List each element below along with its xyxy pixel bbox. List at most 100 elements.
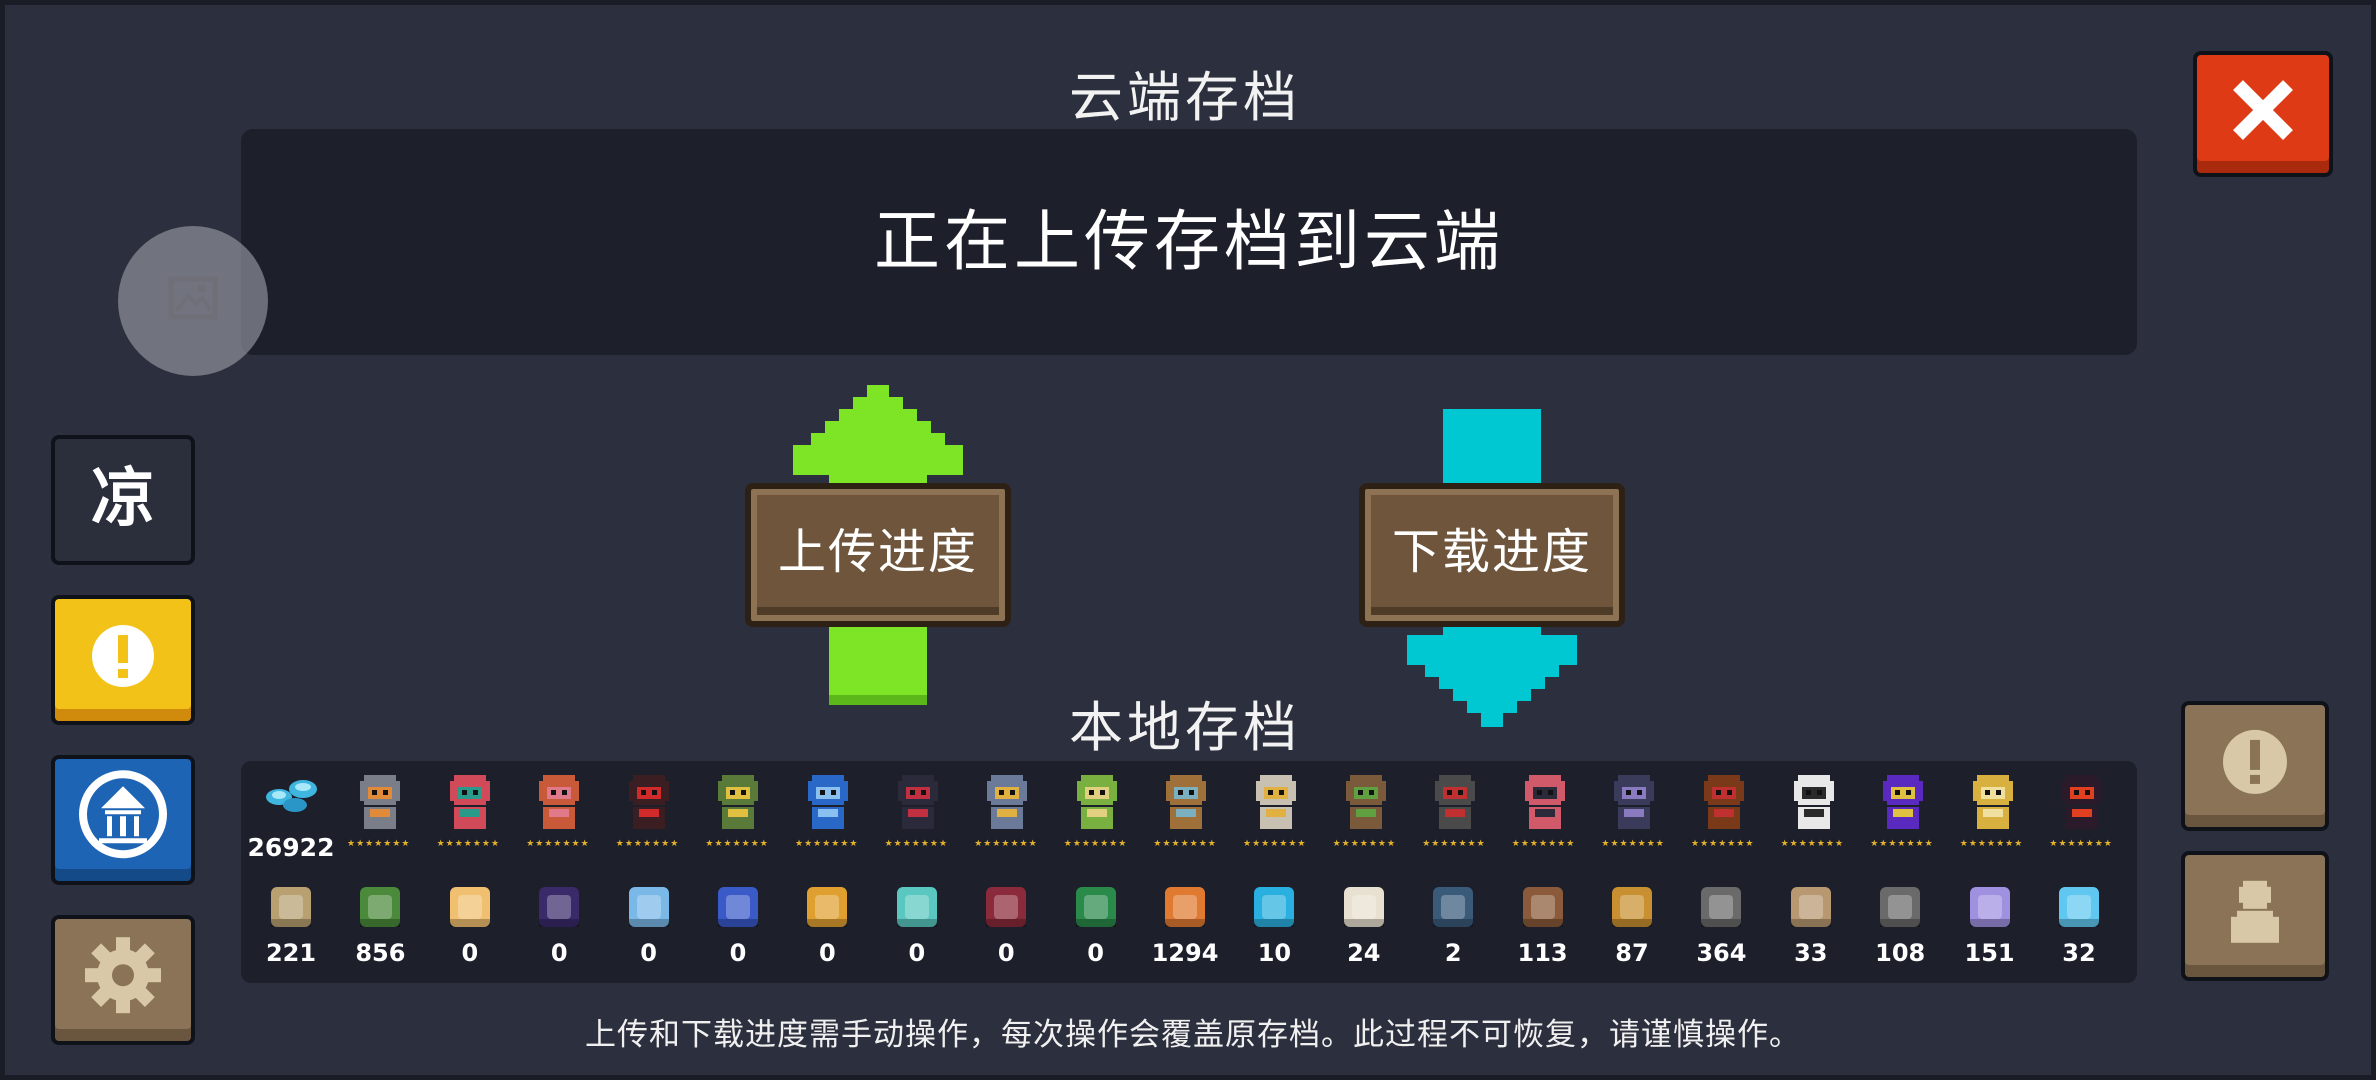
character-slot[interactable]: ★★★★★★★ bbox=[604, 761, 692, 865]
material-count: 2 bbox=[1444, 939, 1462, 967]
upload-progress-button[interactable]: 上传进度 bbox=[745, 483, 1011, 627]
character-slot[interactable]: ★★★★★★★ bbox=[1410, 761, 1498, 865]
material-slot[interactable]: 1294 bbox=[1141, 871, 1229, 975]
material-count: 0 bbox=[819, 939, 836, 967]
character-slot[interactable]: ★★★★★★★ bbox=[425, 761, 513, 865]
character-slot[interactable]: ★★★★★★★ bbox=[962, 761, 1050, 865]
character-stars: ★★★★★★★ bbox=[1780, 839, 1845, 849]
character-stars: ★★★★★★★ bbox=[1332, 839, 1397, 849]
ore-icon bbox=[1165, 887, 1205, 927]
material-slot[interactable]: 0 bbox=[694, 871, 782, 975]
material-slot[interactable]: 0 bbox=[1052, 871, 1140, 975]
material-count: 108 bbox=[1875, 939, 1926, 967]
material-slot[interactable]: 856 bbox=[336, 871, 424, 975]
person-icon bbox=[2231, 880, 2279, 943]
material-slot[interactable]: 0 bbox=[605, 871, 693, 975]
character-slot[interactable]: ★★★★★★★ bbox=[1858, 761, 1946, 865]
material-count: 0 bbox=[729, 939, 747, 967]
character-slot[interactable]: ★★★★★★★ bbox=[1679, 761, 1767, 865]
character-stars: ★★★★★★★ bbox=[1063, 839, 1128, 849]
material-slot[interactable]: 0 bbox=[783, 871, 871, 975]
gear-icon bbox=[1701, 887, 1742, 927]
status-message: 正在上传存档到云端 bbox=[874, 203, 1504, 280]
character-stars: ★★★★★★★ bbox=[1153, 839, 1217, 849]
character-slot[interactable]: ★★★★★★★ bbox=[1141, 761, 1229, 865]
character-slot[interactable]: ★★★★★★★ bbox=[1769, 761, 1857, 865]
character-slot[interactable]: ★★★★★★★ bbox=[1231, 761, 1319, 865]
warning-text: 上传和下载进度需手动操作，每次操作会覆盖原存档。此过程不可恢复，请谨慎操作。 bbox=[585, 1017, 1801, 1053]
material-count: 0 bbox=[997, 939, 1015, 967]
material-slot[interactable]: 0 bbox=[873, 871, 961, 975]
map-icon bbox=[1790, 887, 1831, 927]
character-stars: ★★★★★★★ bbox=[974, 839, 1038, 849]
character-stars: ★★★★★★★ bbox=[1243, 839, 1307, 849]
settings-button[interactable] bbox=[51, 915, 195, 1045]
notice-button[interactable] bbox=[51, 595, 195, 725]
mod-badge-button[interactable]: 凉 bbox=[51, 435, 195, 565]
bible-icon bbox=[449, 887, 490, 927]
material-slot[interactable]: 0 bbox=[426, 871, 514, 975]
material-count: 856 bbox=[355, 939, 406, 967]
elf-icon bbox=[1076, 775, 1117, 829]
gem-icon bbox=[266, 780, 317, 812]
character-row: 26922 ★★★★★★★★★★★★★★★★★★★★★★★★★★★★★★★★★★… bbox=[241, 761, 2137, 865]
material-count: 1294 bbox=[1151, 939, 1219, 967]
profile-button[interactable] bbox=[2181, 851, 2329, 981]
character-stars: ★★★★★★★ bbox=[1422, 839, 1486, 849]
mod-badge-label: 凉 bbox=[91, 462, 155, 536]
character-stars: ★★★★★★★ bbox=[705, 839, 769, 849]
download-progress-button[interactable]: 下载进度 bbox=[1359, 483, 1625, 627]
taoist-icon bbox=[1524, 775, 1565, 829]
material-count: 0 bbox=[908, 939, 926, 967]
character-slot[interactable]: ★★★★★★★ bbox=[1321, 761, 1409, 865]
officer-icon bbox=[1793, 775, 1834, 829]
material-slot[interactable]: 87 bbox=[1588, 871, 1676, 975]
material-slot[interactable]: 32 bbox=[2035, 871, 2123, 975]
material-slot[interactable]: 364 bbox=[1677, 871, 1765, 975]
demon-icon bbox=[2062, 775, 2103, 829]
material-slot[interactable]: 24 bbox=[1320, 871, 1408, 975]
material-slot[interactable]: 2 bbox=[1409, 871, 1497, 975]
alert-button[interactable] bbox=[2181, 701, 2329, 831]
material-slot[interactable]: 0 bbox=[962, 871, 1050, 975]
character-slot[interactable]: ★★★★★★★ bbox=[2037, 761, 2125, 865]
character-slot[interactable]: ★★★★★★★ bbox=[335, 761, 423, 865]
material-slot[interactable]: 108 bbox=[1856, 871, 1944, 975]
engineer-icon bbox=[718, 775, 759, 829]
witch-icon bbox=[539, 775, 580, 829]
character-stars: ★★★★★★★ bbox=[1870, 839, 1934, 849]
character-stars: ★★★★★★★ bbox=[1511, 839, 1576, 849]
floating-screenshot-button[interactable] bbox=[118, 226, 268, 376]
material-count: 0 bbox=[550, 939, 568, 967]
character-slot[interactable]: ★★★★★★★ bbox=[873, 761, 961, 865]
exclamation-icon bbox=[2223, 729, 2287, 794]
temple-icon bbox=[79, 770, 167, 859]
scroll-icon bbox=[1612, 887, 1652, 927]
werewolf-icon bbox=[1166, 775, 1207, 829]
potion-icon bbox=[718, 887, 758, 927]
character-stars: ★★★★★★★ bbox=[1691, 839, 1755, 849]
material-slot[interactable]: 0 bbox=[515, 871, 603, 975]
character-slot[interactable]: ★★★★★★★ bbox=[1500, 761, 1588, 865]
material-slot[interactable]: 151 bbox=[1946, 871, 2034, 975]
material-slot[interactable]: 113 bbox=[1499, 871, 1587, 975]
character-slot[interactable]: ★★★★★★★ bbox=[1589, 761, 1677, 865]
gem-count: 26922 bbox=[247, 833, 335, 862]
rogue-icon bbox=[449, 775, 490, 829]
material-count: 221 bbox=[265, 939, 317, 967]
character-stars: ★★★★★★★ bbox=[526, 839, 590, 849]
character-slot[interactable]: ★★★★★★★ bbox=[693, 761, 781, 865]
character-slot[interactable]: ★★★★★★★ bbox=[1948, 761, 2036, 865]
material-slot[interactable]: 33 bbox=[1767, 871, 1855, 975]
character-slot[interactable]: ★★★★★★★ bbox=[1052, 761, 1140, 865]
material-slot[interactable]: 10 bbox=[1230, 871, 1318, 975]
character-slot[interactable]: ★★★★★★★ bbox=[514, 761, 602, 865]
character-slot[interactable]: ★★★★★★★ bbox=[783, 761, 871, 865]
close-button[interactable] bbox=[2193, 51, 2333, 177]
material-count: 32 bbox=[2062, 939, 2096, 967]
necromancer-icon bbox=[1614, 775, 1655, 829]
blueprint-icon bbox=[1075, 887, 1116, 927]
temple-button[interactable] bbox=[51, 755, 195, 885]
material-slot[interactable]: 221 bbox=[247, 871, 335, 975]
material-count: 10 bbox=[1257, 939, 1292, 967]
